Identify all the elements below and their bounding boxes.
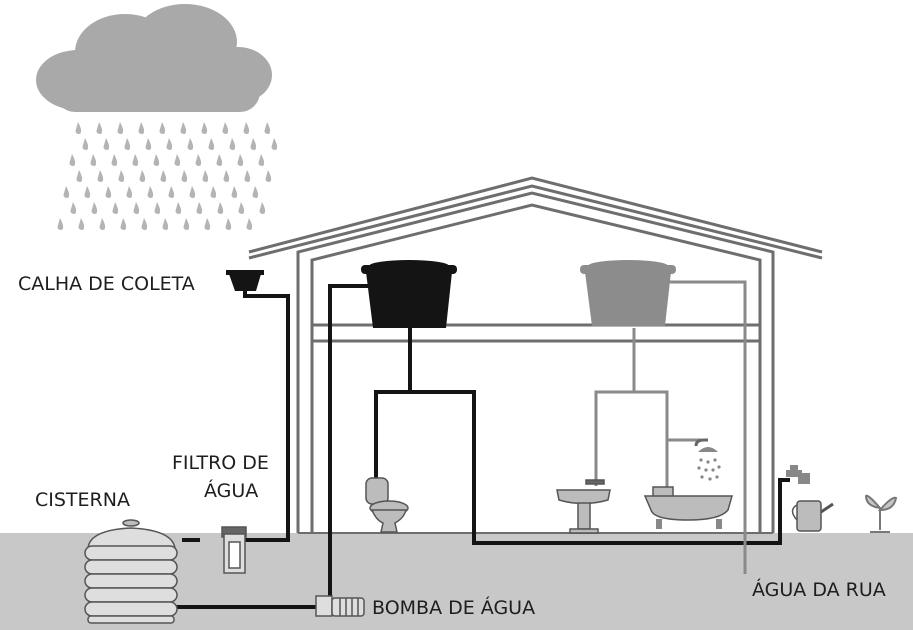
rain-drops xyxy=(57,122,278,230)
rain-drop xyxy=(69,154,76,166)
rain-drop xyxy=(75,122,82,134)
rain-drop xyxy=(120,218,127,230)
rain-drop xyxy=(204,218,211,230)
rain-drop xyxy=(99,218,106,230)
rain-drop xyxy=(126,186,133,198)
rain-drop xyxy=(174,154,181,166)
rain-drop xyxy=(162,218,169,230)
rain-drop xyxy=(96,122,103,134)
rain-drop xyxy=(82,138,89,150)
house-outline xyxy=(248,176,823,533)
rain-drop xyxy=(166,138,173,150)
rain-drop xyxy=(76,170,83,182)
rain-drop xyxy=(78,218,85,230)
rain-drop xyxy=(132,154,139,166)
watering-can-icon xyxy=(791,500,834,532)
rain-drop xyxy=(103,138,110,150)
rain-drop xyxy=(229,138,236,150)
rain-drop xyxy=(180,122,187,134)
rain-drop xyxy=(105,186,112,198)
rain-cloud-icon xyxy=(36,4,272,112)
rain-drop xyxy=(259,202,266,214)
rain-drop xyxy=(90,154,97,166)
gutter-icon xyxy=(226,270,264,291)
rain-drop xyxy=(243,122,250,134)
rain-drop xyxy=(187,138,194,150)
label-street-water: ÁGUA DA RUA xyxy=(752,579,886,601)
rain-drop xyxy=(237,154,244,166)
rain-drop xyxy=(223,170,230,182)
rain-drop xyxy=(222,122,229,134)
label-gutter: CALHA DE COLETA xyxy=(18,273,195,295)
rain-drop xyxy=(264,122,271,134)
rain-drop xyxy=(210,186,217,198)
label-water-filter-line2: ÁGUA xyxy=(204,480,259,502)
rain-drop xyxy=(246,218,253,230)
rain-drop xyxy=(133,202,140,214)
label-water-filter-line1: FILTRO DE xyxy=(172,452,269,474)
toilet-icon xyxy=(365,477,409,533)
rain-drop xyxy=(265,170,272,182)
cistern-tank-icon xyxy=(84,519,178,624)
rain-drop xyxy=(118,170,125,182)
label-water-pump: BOMBA DE ÁGUA xyxy=(372,597,536,619)
rain-drop xyxy=(225,218,232,230)
rain-drop xyxy=(175,202,182,214)
rain-drop xyxy=(117,122,124,134)
rain-drop xyxy=(189,186,196,198)
rain-drop xyxy=(57,218,64,230)
rain-drop xyxy=(139,170,146,182)
rain-drop xyxy=(168,186,175,198)
rain-drop xyxy=(258,154,265,166)
street-water-tank-icon xyxy=(580,260,676,326)
rain-drop xyxy=(124,138,131,150)
rainwater-tank-icon xyxy=(361,260,457,328)
rain-drop xyxy=(160,170,167,182)
rain-drop xyxy=(63,186,70,198)
rain-drop xyxy=(84,186,91,198)
rain-drop xyxy=(147,186,154,198)
street-water-pipes xyxy=(594,280,747,574)
rain-drop xyxy=(154,202,161,214)
rain-drop xyxy=(138,122,145,134)
rain-drop xyxy=(217,202,224,214)
plant-sprout-icon xyxy=(864,494,898,533)
label-cistern: CISTERNA xyxy=(35,489,130,511)
rain-drop xyxy=(97,170,104,182)
water-pump-icon xyxy=(315,595,365,617)
rain-drop xyxy=(183,218,190,230)
rain-drop xyxy=(250,138,257,150)
rain-drop xyxy=(91,202,98,214)
rain-drop xyxy=(202,170,209,182)
rain-drop xyxy=(271,138,278,150)
water-filter-icon xyxy=(221,526,247,574)
rain-drop xyxy=(70,202,77,214)
rain-drop xyxy=(181,170,188,182)
rain-drop xyxy=(195,154,202,166)
rain-drop xyxy=(111,154,118,166)
rain-drop xyxy=(201,122,208,134)
rain-drop xyxy=(208,138,215,150)
rain-drop xyxy=(145,138,152,150)
rain-drop xyxy=(238,202,245,214)
bathtub-shower-icon xyxy=(643,438,733,529)
garden-tap-icon xyxy=(786,465,810,484)
rain-drop xyxy=(112,202,119,214)
rain-drop xyxy=(231,186,238,198)
rain-drop xyxy=(153,154,160,166)
sink-icon xyxy=(556,479,611,534)
rain-drop xyxy=(244,170,251,182)
rain-drop xyxy=(196,202,203,214)
rain-drop xyxy=(159,122,166,134)
rain-drop xyxy=(141,218,148,230)
rainwater-pipes xyxy=(175,284,790,609)
rain-drop xyxy=(216,154,223,166)
rain-drop xyxy=(252,186,259,198)
